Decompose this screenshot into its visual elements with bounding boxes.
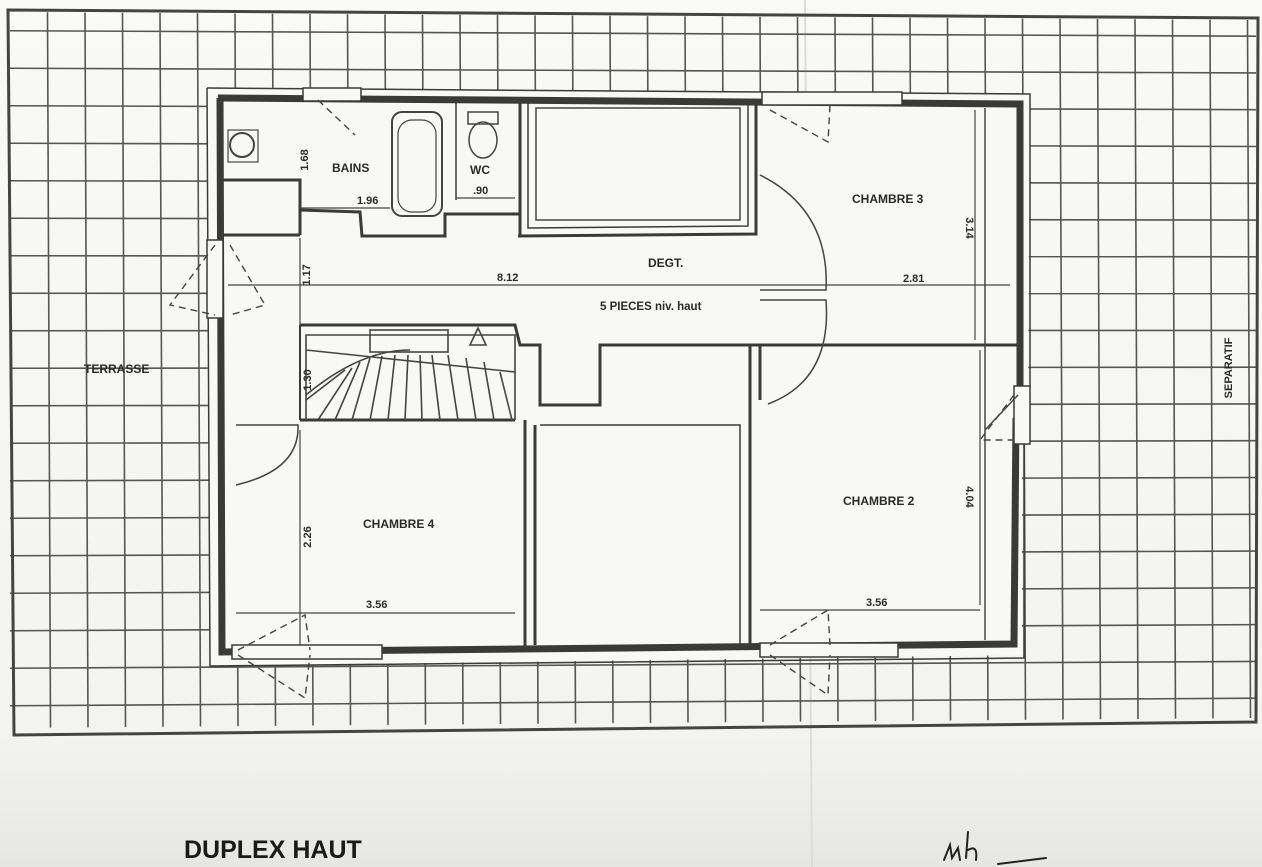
dim-stair-height: 1.30 — [302, 369, 314, 390]
tile-grid-line — [1134, 19, 1139, 719]
exterior-walls — [206, 87, 1031, 667]
terrace-outer-border — [6, 8, 1260, 737]
dim-ch2-width: 3.56 — [866, 597, 887, 609]
tile-grid-line — [196, 13, 202, 727]
dim-ch3-height: 3.14 — [963, 217, 975, 239]
label-terrasse: TERRASSE — [84, 362, 149, 376]
tile-grid-line — [84, 12, 89, 728]
toilet-icon — [467, 111, 499, 125]
tile-grid-line — [159, 13, 164, 727]
tile-grid-line — [1171, 19, 1177, 719]
tile-grid-line — [1096, 18, 1102, 720]
wardrobes — [535, 107, 986, 640]
bathtub-icon — [391, 111, 443, 217]
tile-grid-line — [46, 12, 52, 728]
dim-ch4-height: 2.26 — [302, 526, 314, 547]
interior-partitions — [222, 100, 1018, 650]
label-wc: WC — [470, 163, 490, 177]
tile-grid-line — [1059, 18, 1064, 720]
label-bains: BAINS — [332, 161, 369, 175]
dimension-lines — [228, 110, 1010, 645]
bathroom-fixtures — [227, 111, 499, 217]
windows — [206, 87, 1031, 660]
label-chambre-4: CHAMBRE 4 — [363, 517, 435, 531]
staircase — [305, 326, 516, 421]
door-swings — [235, 174, 1019, 486]
dim-bains-width: 1.96 — [357, 195, 378, 207]
interior-floor — [207, 88, 1030, 666]
dim-degt-width: 1.17 — [301, 264, 313, 285]
tile-grid-line — [9, 697, 1257, 707]
tile-grid-line — [9, 660, 1257, 670]
label-pieces-level: 5 PIECES niv. haut — [600, 301, 702, 313]
washbasin-icon — [229, 132, 255, 158]
tile-grid-line — [1246, 19, 1252, 719]
dim-ch2-height: 4.04 — [963, 486, 975, 508]
tile-grid-line — [9, 67, 1257, 74]
dim-ch3-width: 2.81 — [903, 273, 924, 285]
tile-grid-line — [121, 12, 127, 728]
handwritten-initials-mark — [943, 831, 1047, 865]
plan-title: DUPLEX HAUT — [184, 836, 362, 864]
tile-grid-line — [9, 29, 1257, 37]
label-chambre-2: CHAMBRE 2 — [843, 494, 915, 508]
window-swings — [168, 99, 1015, 700]
label-degt: DEGT. — [648, 256, 683, 270]
dim-wc-width: .90 — [473, 185, 488, 197]
tile-grid-line — [1209, 19, 1214, 719]
dim-degt-length: 8.12 — [497, 272, 518, 284]
label-separatif: SEPARATIF — [1223, 337, 1235, 398]
dim-bains-height: 1.68 — [299, 149, 311, 170]
label-chambre-3: CHAMBRE 3 — [852, 192, 924, 206]
dim-ch4-width: 3.56 — [366, 599, 387, 611]
